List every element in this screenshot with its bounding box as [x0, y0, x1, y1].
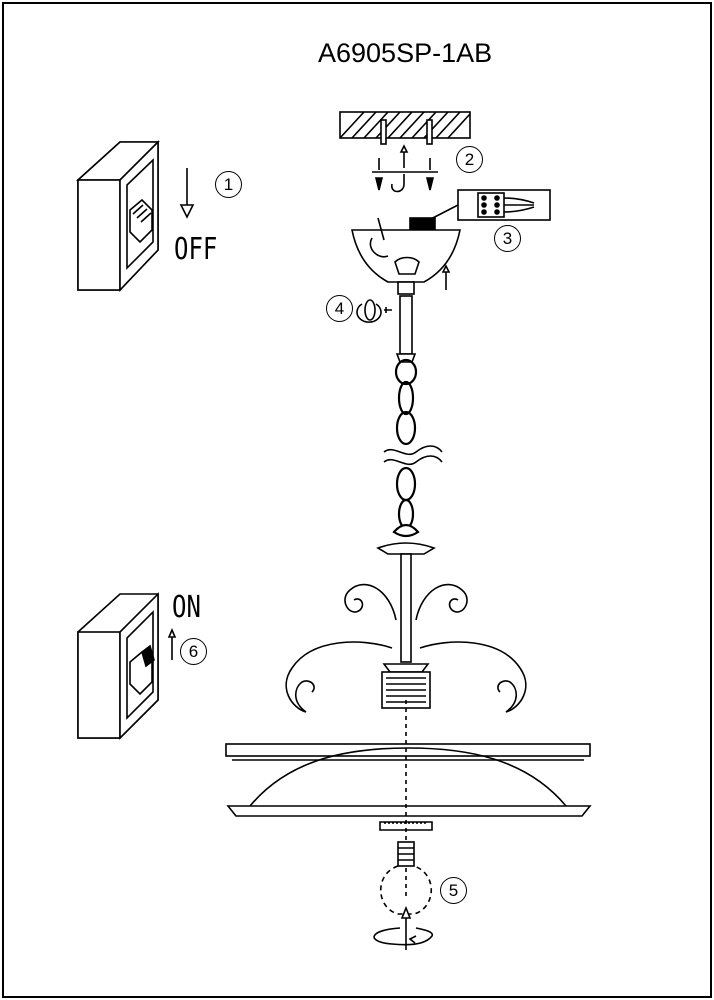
switch-off-icon: [75, 140, 160, 293]
rod-icon: [356, 295, 417, 363]
model-title: A6905SP-1AB: [318, 38, 493, 68]
bulb-icon: [379, 841, 433, 915]
step-1-marker: 1: [215, 171, 242, 198]
glass-shade-icon: [225, 743, 592, 831]
step-4-marker: 4: [326, 295, 353, 322]
chain-icon: [383, 358, 443, 538]
step-3-marker: 3: [494, 225, 521, 252]
arrow-down-icon: [179, 168, 195, 219]
step-6-marker: 6: [180, 638, 207, 665]
rotate-arrow-icon: [373, 905, 434, 950]
switch-on-label: ON: [172, 590, 201, 625]
switch-on-icon: [77, 592, 159, 740]
arrow-up-icon: [167, 627, 177, 660]
switch-off-label: OFF: [174, 232, 218, 267]
screws-hook-icon: [372, 144, 438, 193]
terminal-block-icon: [409, 189, 551, 233]
step-5-marker: 5: [440, 877, 467, 904]
canopy-icon: [351, 217, 461, 295]
ceiling-icon: [339, 111, 471, 145]
chandelier-arms-icon: [285, 542, 527, 713]
step-2-marker: 2: [456, 146, 483, 173]
